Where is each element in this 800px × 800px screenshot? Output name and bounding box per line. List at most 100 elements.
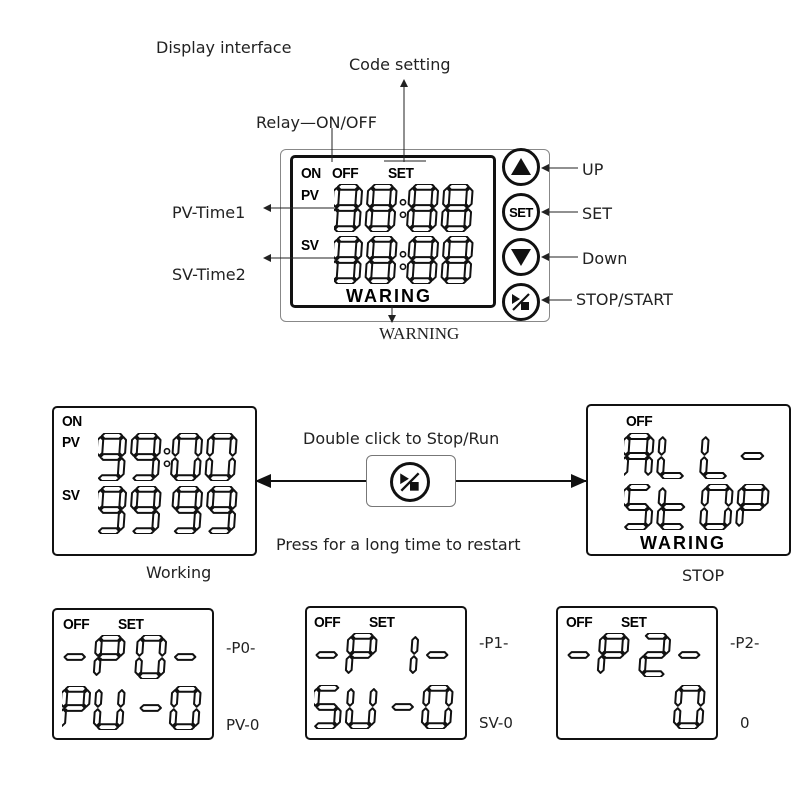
p0-set-indicator: SET bbox=[118, 616, 144, 633]
p0-off-indicator: OFF bbox=[63, 616, 90, 633]
main-on-indicator: ON bbox=[301, 165, 321, 182]
main-sv-indicator: SV bbox=[301, 237, 319, 254]
working-sv-display bbox=[98, 486, 240, 534]
lcd-digit bbox=[440, 184, 474, 232]
p1-line1-display bbox=[314, 633, 456, 677]
stop-start-icon bbox=[512, 293, 530, 311]
lcd-digit bbox=[735, 484, 770, 527]
stop-label: STOP bbox=[682, 566, 725, 585]
p1-set-indicator: SET bbox=[369, 614, 395, 631]
lcd-digit bbox=[678, 651, 701, 659]
lcd-digit bbox=[344, 688, 378, 729]
lcd-digit bbox=[98, 486, 128, 534]
p2-line2-display bbox=[566, 685, 708, 729]
sv0-side-label: SV-0 bbox=[479, 714, 513, 732]
lcd-digit bbox=[168, 686, 202, 730]
stop-waring-indicator: WARING bbox=[640, 533, 726, 553]
working-on-indicator: ON bbox=[62, 413, 82, 430]
seven-segment-digits bbox=[314, 685, 454, 729]
lcd-colon bbox=[399, 250, 407, 271]
p1-line2-display bbox=[314, 685, 456, 729]
lcd-digit bbox=[364, 184, 398, 232]
lcd-colon bbox=[399, 198, 407, 219]
main-sv-display bbox=[334, 236, 476, 284]
stop-lcd-panel bbox=[586, 404, 791, 556]
seven-segment-digits bbox=[624, 433, 765, 479]
p1-side-label: -P1- bbox=[479, 634, 509, 652]
main-pv-indicator: PV bbox=[301, 187, 319, 204]
lcd-digit bbox=[334, 236, 364, 284]
seven-segment-digits bbox=[334, 236, 474, 284]
lcd-digit bbox=[174, 653, 197, 661]
set-button[interactable]: SET bbox=[502, 193, 540, 231]
seven-segment-digits bbox=[62, 686, 202, 730]
working-pv-indicator: PV bbox=[62, 434, 80, 451]
lcd-digit bbox=[314, 685, 342, 729]
lcd-digit bbox=[406, 236, 440, 284]
code-setting-label: Code setting bbox=[349, 55, 451, 74]
seven-segment-digits bbox=[63, 635, 197, 679]
seven-segment-digits bbox=[98, 433, 238, 481]
lcd-digit bbox=[426, 651, 449, 659]
stop-line2-display bbox=[624, 484, 772, 530]
stop-line1-display bbox=[624, 433, 772, 479]
main-waring-indicator: WARING bbox=[346, 286, 432, 306]
stop-start-label: STOP/START bbox=[576, 290, 673, 309]
lcd-digit bbox=[204, 433, 238, 481]
lcd-digit bbox=[171, 486, 204, 534]
up-label: UP bbox=[582, 160, 604, 179]
stop-start-button[interactable] bbox=[502, 283, 540, 321]
lcd-digit bbox=[624, 484, 654, 530]
down-button[interactable] bbox=[502, 238, 540, 276]
lcd-digit bbox=[364, 236, 398, 284]
sv-time2-label: SV-Time2 bbox=[172, 265, 246, 284]
p0-line1-display bbox=[62, 635, 204, 679]
diagram-title: Display interface bbox=[156, 38, 292, 57]
lcd-digit bbox=[596, 633, 630, 674]
lcd-digit bbox=[672, 685, 706, 729]
lcd-digit bbox=[92, 635, 126, 676]
working-label: Working bbox=[146, 563, 212, 582]
pv-time1-label: PV-Time1 bbox=[172, 203, 246, 222]
main-pv-display bbox=[334, 184, 476, 232]
lcd-digit bbox=[699, 484, 734, 530]
lcd-digit bbox=[134, 635, 168, 679]
p1-lcd-panel bbox=[305, 606, 467, 740]
warning-label: WARNING bbox=[379, 324, 460, 343]
long-press-label: Press for a long time to restart bbox=[276, 535, 521, 554]
lcd-digit bbox=[344, 633, 378, 674]
seven-segment-digits bbox=[567, 633, 701, 677]
relay-label: Relay—ON/OFF bbox=[256, 113, 377, 132]
lcd-digit bbox=[567, 651, 590, 659]
lcd-digit bbox=[409, 636, 420, 674]
lcd-digit bbox=[130, 486, 162, 534]
up-triangle-icon bbox=[511, 158, 531, 175]
pv0-side-label: PV-0 bbox=[226, 716, 260, 734]
down-label: Down bbox=[582, 249, 628, 268]
device-housing bbox=[280, 149, 550, 322]
seven-segment-digits bbox=[98, 486, 238, 534]
lcd-digit bbox=[62, 686, 92, 727]
working-pv-display bbox=[98, 433, 240, 481]
lcd-digit bbox=[699, 436, 727, 479]
lcd-digit bbox=[315, 651, 338, 659]
lcd-colon bbox=[163, 447, 171, 468]
p2-side-label: -P2- bbox=[730, 634, 760, 652]
main-off-indicator: OFF bbox=[332, 165, 359, 182]
seven-segment-digits bbox=[315, 633, 449, 674]
lcd-digit bbox=[638, 633, 672, 677]
lcd-digit bbox=[98, 433, 128, 481]
lcd-digit bbox=[420, 685, 454, 729]
lcd-digit bbox=[130, 433, 162, 481]
seven-segment-digits bbox=[672, 685, 706, 729]
stop-run-key[interactable] bbox=[390, 462, 430, 502]
lcd-digit bbox=[624, 433, 655, 476]
lcd-digit bbox=[206, 486, 238, 534]
p2-set-indicator: SET bbox=[621, 614, 647, 631]
stop-run-key-frame bbox=[366, 455, 456, 507]
p0-side-label: -P0- bbox=[226, 639, 256, 657]
lcd-digit bbox=[656, 487, 686, 530]
lcd-digit bbox=[63, 653, 86, 661]
up-button[interactable] bbox=[502, 148, 540, 186]
main-set-indicator: SET bbox=[388, 165, 414, 182]
